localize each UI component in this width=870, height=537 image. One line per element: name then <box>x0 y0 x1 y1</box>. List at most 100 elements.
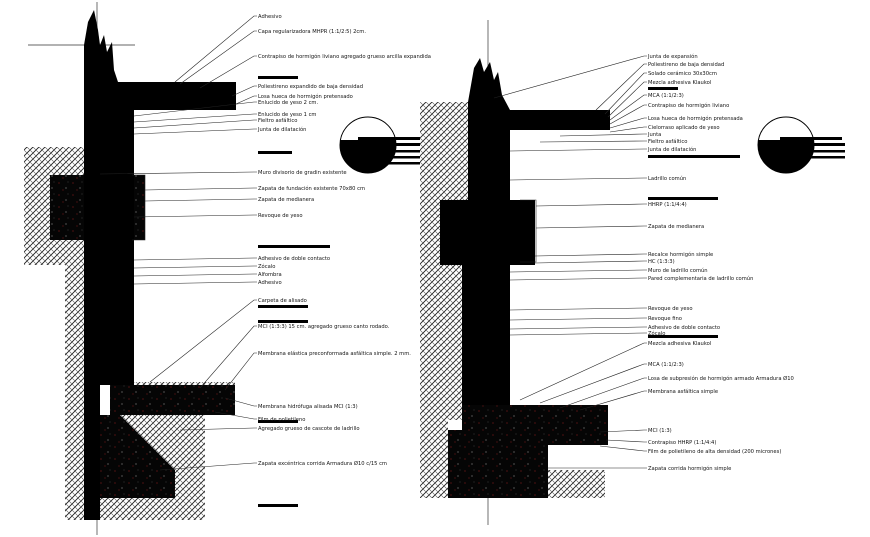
label-bar <box>258 76 298 79</box>
annotation-label: Zócalo <box>648 330 665 337</box>
leader-line <box>579 390 647 411</box>
leader-line <box>509 326 647 330</box>
annotation-label: Ladrillo común <box>648 175 686 182</box>
annotation-label: Recalce hormigón simple <box>648 251 713 258</box>
annotation-label: Poliestireno de baja densidad <box>648 62 724 68</box>
annotation-label: Revoque de yeso <box>258 213 303 219</box>
detail-circle-left <box>339 116 428 174</box>
annotation-label: Membrana asfáltica simple <box>648 388 718 395</box>
leader-line <box>133 128 257 135</box>
wall-parapet <box>100 35 118 385</box>
annotation-label: Agregado grueso de cascote de ladrillo <box>258 426 360 432</box>
annotation-label: Junta de dilatación <box>647 146 696 153</box>
leader-line <box>144 187 257 191</box>
annotation-label: Solado cerámico 30x30cm <box>648 70 717 77</box>
leader-line <box>605 439 647 443</box>
left-leader-lines <box>99 15 257 471</box>
leader-line <box>519 342 647 401</box>
leader-line <box>509 177 647 181</box>
leader-line <box>99 171 257 175</box>
annotation-label: Zócalo <box>258 263 275 270</box>
leader-line <box>609 94 647 121</box>
leader-line <box>509 307 647 311</box>
leader-line <box>539 363 647 404</box>
leader-line <box>231 85 257 97</box>
leader-line <box>133 257 257 261</box>
annotation-label: Adhesivo <box>258 14 282 20</box>
annotation-label: Zapata de medianera <box>258 197 314 203</box>
label-bar <box>258 420 298 423</box>
annotation-label: Contrapiso de hormigón liviano <box>648 102 729 109</box>
label-bar <box>258 151 292 154</box>
leader-line <box>133 113 257 123</box>
annotation-label: Adhesivo de doble contacto <box>648 325 720 331</box>
annotation-label: Film de polietileno <box>258 417 305 423</box>
annotation-label: Pared complementaria de ladrillo común <box>648 275 753 282</box>
leader-line <box>599 445 647 452</box>
annotation-label: Carpeta de alisado <box>258 298 307 304</box>
leader-line <box>559 377 647 409</box>
annotation-label: Film de polietileno de alta densidad (20… <box>648 449 781 455</box>
ground-hatch-left <box>24 147 110 520</box>
annotation-label: Adhesivo <box>258 280 282 286</box>
label-bar <box>648 335 718 338</box>
leader-line <box>609 117 647 129</box>
annotation-label: MCA (1:1/2:3) <box>648 93 684 99</box>
annotation-label: Losa hueca de hormigón pretensado <box>258 93 353 100</box>
leader-line <box>509 332 647 336</box>
annotation-label: Fieltro asfáltico <box>648 138 687 145</box>
annotation-label: Capa regularizadora MHPR (1:1/2:5) 2cm. <box>258 29 366 35</box>
slab-upper <box>118 82 236 110</box>
annotation-label: Muro de ladrillo común <box>648 267 708 274</box>
leader-line <box>133 281 257 285</box>
leader-line <box>509 269 647 273</box>
slab-right <box>500 110 610 130</box>
annotation-label: HHRP (1:1/4:4) <box>648 202 687 208</box>
annotation-label: Zapata corrida hormigón simple <box>648 465 731 472</box>
leader-line <box>199 325 257 389</box>
leader-line <box>199 55 257 89</box>
annotation-label: Mezcla adhesiva Klaukol <box>648 341 711 347</box>
leader-line <box>509 317 647 321</box>
leader-line <box>535 203 647 207</box>
annotation-label: Zapata de fundación existente 70x80 cm <box>258 185 365 192</box>
leader-line <box>144 198 257 202</box>
leader-line <box>133 214 257 218</box>
leader-line <box>607 81 647 118</box>
annotation-label: Zapata excéntrica corrida Armadura Ø10 c… <box>258 460 387 467</box>
annotation-label: Cielorraso aplicado de yeso <box>648 125 720 131</box>
annotation-label: Muro divisorio de gradin existente <box>258 170 347 176</box>
leader-line <box>604 72 647 115</box>
label-bar <box>258 305 308 308</box>
leader-line <box>159 462 257 471</box>
label-bar <box>258 245 330 248</box>
leader-line <box>174 15 257 83</box>
zapata-corrida <box>448 430 548 498</box>
leader-line <box>609 104 647 125</box>
leader-line <box>133 119 257 129</box>
annotation-label: Revoque de yeso <box>648 306 693 312</box>
annotation-label: Membrana elástica preconformada asfáltic… <box>258 350 411 357</box>
leader-line <box>509 148 647 152</box>
annotation-label: Alfombra <box>258 272 282 278</box>
leader-line <box>559 133 647 137</box>
wall-left <box>84 10 100 520</box>
leader-line <box>179 30 257 85</box>
right-leader-lines <box>493 55 647 469</box>
leader-line <box>214 411 257 420</box>
annotation-label: Revoque fino <box>648 316 682 322</box>
annotation-label: Junta de expansión <box>647 53 698 60</box>
leader-line <box>235 95 257 105</box>
annotation-label: MCI (1:3) <box>648 428 672 434</box>
label-bar <box>648 197 718 200</box>
bracket-zapata-right <box>520 199 537 263</box>
floor-slab-lower <box>110 385 235 415</box>
leader-line <box>133 273 257 277</box>
annotation-label: Losa hueca de hormigón pretensada <box>648 115 743 122</box>
leader-line <box>133 101 257 117</box>
